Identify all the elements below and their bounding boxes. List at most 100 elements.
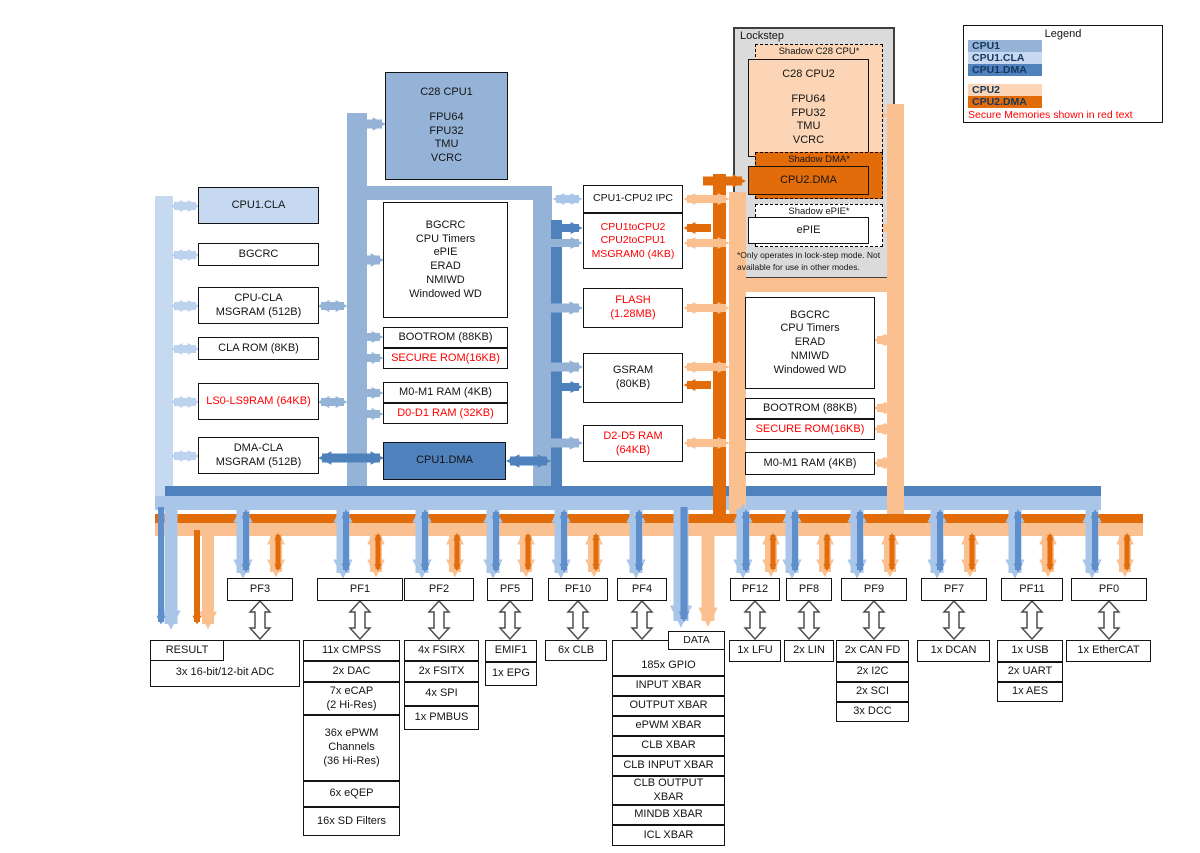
aes-box: 1x AES	[997, 682, 1063, 702]
clb-output-line2: XBAR	[653, 790, 684, 803]
r-misc-erad: ERAD	[794, 336, 826, 349]
clb-box: 6x CLB	[545, 640, 607, 661]
clb-output-xbar-box: CLB OUTPUT XBAR	[612, 776, 725, 805]
misc-erad: ERAD	[430, 260, 461, 272]
usb-box: 1x USB	[997, 640, 1063, 662]
ecap-line1: 7x eCAP	[329, 684, 374, 697]
pf11-box: PF11	[1001, 578, 1063, 601]
cpu2-fpu64: FPU64	[791, 92, 826, 105]
clb-xbar-box: CLB XBAR	[612, 736, 725, 756]
data-box: DATA	[668, 631, 725, 650]
spi-box: 4x SPI	[404, 682, 479, 706]
dcc-box: 3x DCC	[836, 702, 909, 722]
epg-box: 1x EPG	[485, 662, 537, 686]
icl-xbar-box: ICL XBAR	[612, 825, 725, 846]
cpu1-title: C28 CPU1	[420, 86, 473, 99]
epwm-line3: (36 Hi-Res)	[323, 754, 380, 767]
legend-swatch-cpu2-dma: CPU2.DMA	[968, 96, 1042, 108]
pf1-box: PF1	[317, 578, 403, 601]
lockstep-title: Lockstep	[740, 30, 785, 42]
result-data-arrows	[156, 505, 718, 630]
legend-swatch-cpu2: CPU2	[968, 84, 1042, 96]
gsram-block: GSRAM (80KB)	[583, 353, 683, 403]
d2-d5-ram-block: D2-D5 RAM (64KB)	[583, 425, 683, 462]
epwm-xbar-box: ePWM XBAR	[612, 716, 725, 736]
pf8-box: PF8	[786, 578, 832, 601]
sci-box: 2x SCI	[836, 682, 909, 702]
cpu2-vcrc: VCRC	[792, 134, 825, 147]
ethercat-box: 1x EtherCAT	[1066, 640, 1151, 662]
cpu1-misc-block: BGCRC CPU Timers ePIE ERAD NMIWD Windowe…	[383, 202, 508, 318]
lockstep-note: *Only operates in lock-step mode. Not av…	[737, 249, 895, 274]
cpu1-tmu: TMU	[434, 138, 459, 151]
c28-cpu1-block: C28 CPU1 FPU64 FPU32 TMU VCRC	[385, 72, 508, 180]
d0-d1-ram-block: D0-D1 RAM (32KB)	[383, 403, 508, 424]
lockstep-note-line1: *Only operates in lock-step mode. Not	[737, 250, 881, 260]
cpu1-dma-block: CPU1.DMA	[383, 442, 506, 480]
fsirx-box: 4x FSIRX	[404, 640, 479, 661]
uart-box: 2x UART	[997, 662, 1063, 682]
eqep-box: 6x eQEP	[303, 781, 400, 807]
adc-result-box: RESULT	[150, 640, 224, 661]
bgcrc-block: BGCRC	[198, 243, 319, 266]
shadow-epie-label: Shadow ePIE*	[788, 206, 850, 217]
d2d5-line2: (64KB)	[615, 443, 651, 456]
pf10-box: PF10	[548, 578, 608, 601]
cpu2-tmu: TMU	[796, 120, 821, 133]
dac-box: 2x DAC	[303, 661, 400, 682]
m0-m1-ram-block: M0-M1 RAM (4KB)	[383, 382, 508, 403]
pf2-box: PF2	[404, 578, 474, 601]
bootrom-block: BOOTROM (88KB)	[383, 327, 508, 348]
pf3-box: PF3	[227, 578, 293, 601]
gpio-label: 185x GPIO	[641, 659, 696, 672]
sd-filters-box: 16x SD Filters	[303, 807, 400, 836]
lfu-box: 1x LFU	[729, 640, 781, 662]
legend-swatch-cpu1: CPU1	[968, 40, 1042, 52]
r-misc-bgcrc: BGCRC	[790, 308, 830, 321]
ls0-ls9-ram-block: LS0-LS9RAM (64KB)	[198, 383, 319, 420]
mindb-xbar-box: MINDB XBAR	[612, 805, 725, 825]
canfd-box: 2x CAN FD	[836, 640, 909, 662]
cmpss-box: 11x CMPSS	[303, 640, 400, 661]
cpu2-dma-block: CPU2.DMA	[748, 166, 869, 195]
dcan-box: 1x DCAN	[917, 640, 990, 662]
cpu1-fpu32: FPU32	[429, 124, 464, 137]
pf0-box: PF0	[1071, 578, 1147, 601]
cpu2-m0-m1-ram-block: M0-M1 RAM (4KB)	[745, 452, 875, 475]
blue-buses	[155, 113, 1101, 510]
pf12-box: PF12	[730, 578, 780, 601]
cpu2-bootrom-block: BOOTROM (88KB)	[745, 398, 875, 419]
cpu1-fpu64: FPU64	[429, 110, 464, 123]
shadow-cpu-label: Shadow C28 CPU*	[778, 46, 860, 57]
pmbus-box: 1x PMBUS	[404, 706, 479, 730]
gsram-line1: GSRAM	[612, 364, 654, 377]
msgram0-line1: CPU1toCPU2	[600, 221, 666, 234]
pf4-box: PF4	[617, 578, 667, 601]
i2c-box: 2x I2C	[836, 662, 909, 682]
cpu-cla-msgram-block: CPU-CLA MSGRAM (512B)	[198, 287, 319, 324]
misc-windowed-wd: Windowed WD	[409, 287, 482, 300]
lockstep-note-line2: available for use in other modes.	[737, 262, 860, 273]
d2d5-line1: D2-D5 RAM	[603, 429, 663, 442]
legend-swatch-cpu1-cla: CPU1.CLA	[968, 52, 1042, 64]
cpu2-fpu32: FPU32	[791, 106, 826, 119]
flash-line1: FLASH	[615, 294, 651, 307]
flash-block: FLASH (1.28MB)	[583, 288, 683, 328]
flash-line2: (1.28MB)	[610, 308, 656, 320]
msgram0-line2: CPU2toCPU1	[600, 234, 666, 247]
shadow-dma-label: Shadow DMA*	[788, 154, 850, 165]
gsram-line2: (80KB)	[615, 378, 651, 390]
bus-arrows	[170, 108, 897, 469]
misc-epie: ePIE	[433, 246, 458, 259]
output-xbar-box: OUTPUT XBAR	[612, 696, 725, 716]
adc-label: 3x 16-bit/12-bit ADC	[175, 666, 275, 679]
lin-box: 2x LIN	[784, 640, 834, 662]
pf5-box: PF5	[487, 578, 533, 601]
epwm-box: 36x ePWM Channels (36 Hi-Res)	[303, 715, 400, 781]
cpu2-misc-block: BGCRC CPU Timers ERAD NMIWD Windowed WD	[745, 297, 875, 389]
misc-nmiwd: NMIWD	[426, 273, 465, 286]
pf7-box: PF7	[921, 578, 987, 601]
cpu1-vcrc: VCRC	[430, 152, 463, 165]
